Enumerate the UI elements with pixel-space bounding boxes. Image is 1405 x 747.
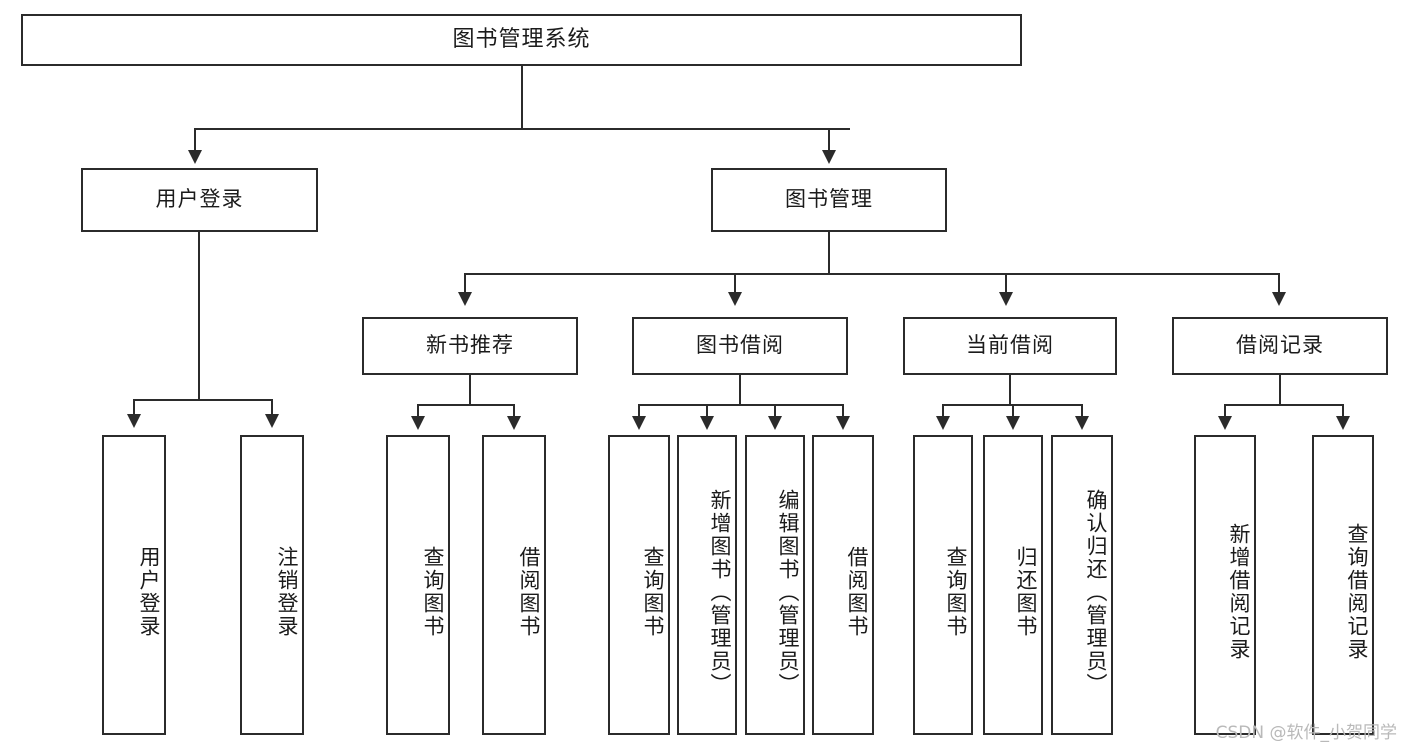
- arrow-user-login-to-leaf-1: [127, 414, 141, 428]
- node-label: 图书管理系统: [452, 26, 591, 52]
- arrow-book-mgmt-to-new-books: [458, 292, 472, 306]
- arrow-new-books-to-leaf-1: [411, 416, 425, 430]
- arrow-current-to-leaf-1: [936, 416, 950, 430]
- edge-records-bus: [1224, 404, 1343, 406]
- edge-borrow-bus: [638, 404, 843, 406]
- arrow-current-to-leaf-3: [1075, 416, 1089, 430]
- edge-borrow-to-leaf-1: [638, 404, 640, 418]
- edge-new-books-bus: [417, 404, 515, 406]
- edge-book-mgmt-to-records: [1278, 273, 1280, 295]
- arrow-borrow-to-leaf-2: [700, 416, 714, 430]
- node-label: 借阅记录: [1236, 333, 1324, 358]
- edge-user-login-bus: [133, 399, 272, 401]
- leaf-node-add-book-admin[interactable]: 新增图书（管理员）: [677, 435, 737, 735]
- node-label: 注销登录: [275, 546, 299, 638]
- leaf-node-edit-book-admin[interactable]: 编辑图书（管理员）: [745, 435, 805, 735]
- edge-borrow-to-leaf-2: [706, 404, 708, 418]
- node-label: 用户登录: [137, 546, 161, 638]
- node-borrowing-records[interactable]: 借阅记录: [1172, 317, 1388, 375]
- leaf-node-borrow-books[interactable]: 借阅图书: [812, 435, 874, 735]
- node-new-book-recommendation[interactable]: 新书推荐: [362, 317, 578, 375]
- leaf-node-return-books[interactable]: 归还图书: [983, 435, 1043, 735]
- arrow-current-to-leaf-2: [1006, 416, 1020, 430]
- edge-records-to-leaf-2: [1342, 404, 1344, 418]
- node-label: 用户登录: [155, 187, 244, 212]
- leaf-node-add-borrow-record[interactable]: 新增借阅记录: [1194, 435, 1256, 735]
- edge-user-login-stem: [198, 232, 200, 400]
- node-label: 图书借阅: [696, 333, 784, 358]
- edge-book-mgmt-to-new-books: [464, 273, 466, 295]
- edge-root-to-book-mgmt: [828, 128, 830, 155]
- edge-borrow-to-leaf-3: [774, 404, 776, 418]
- node-label: 查询图书: [421, 546, 445, 638]
- edge-records-stem: [1279, 375, 1281, 405]
- edge-borrow-stem: [739, 375, 741, 405]
- node-label: 新增图书（管理员）: [708, 488, 732, 696]
- edge-user-login-to-leaf-2: [271, 399, 273, 417]
- node-label: 新书推荐: [426, 333, 514, 358]
- edge-root-stem: [521, 66, 523, 129]
- leaf-node-user-login[interactable]: 用户登录: [102, 435, 166, 735]
- node-label: 确认归还（管理员）: [1084, 488, 1108, 696]
- node-book-borrowing[interactable]: 图书借阅: [632, 317, 848, 375]
- node-root-library-management-system[interactable]: 图书管理系统: [21, 14, 1022, 66]
- arrow-user-login-to-leaf-2: [265, 414, 279, 428]
- edge-records-to-leaf-1: [1224, 404, 1226, 418]
- node-label: 查询图书: [944, 546, 968, 638]
- leaf-node-query-books-recommend[interactable]: 查询图书: [386, 435, 450, 735]
- leaf-node-logout[interactable]: 注销登录: [240, 435, 304, 735]
- node-label: 新增借阅记录: [1227, 523, 1251, 661]
- node-label: 当前借阅: [966, 333, 1054, 358]
- arrow-borrow-to-leaf-1: [632, 416, 646, 430]
- watermark: CSDN @软件_小贺同学: [1215, 723, 1397, 743]
- edge-current-stem: [1009, 375, 1011, 405]
- node-label: 编辑图书（管理员）: [776, 488, 800, 696]
- arrow-root-to-user-login: [188, 150, 202, 164]
- arrow-new-books-to-leaf-2: [507, 416, 521, 430]
- edge-current-to-leaf-2: [1012, 404, 1014, 418]
- node-book-management[interactable]: 图书管理: [711, 168, 947, 232]
- arrow-records-to-leaf-1: [1218, 416, 1232, 430]
- edge-current-to-leaf-3: [1081, 404, 1083, 418]
- edge-borrow-to-leaf-4: [842, 404, 844, 418]
- edge-new-books-stem: [469, 375, 471, 405]
- arrow-book-mgmt-to-records: [1272, 292, 1286, 306]
- node-label: 查询图书: [641, 546, 665, 638]
- arrow-book-mgmt-to-borrow: [728, 292, 742, 306]
- arrow-root-to-book-mgmt: [822, 150, 836, 164]
- node-label: 查询借阅记录: [1345, 523, 1369, 661]
- edge-new-books-to-leaf-2: [513, 404, 515, 418]
- leaf-node-borrow-books-recommend[interactable]: 借阅图书: [482, 435, 546, 735]
- leaf-node-query-books-borrow[interactable]: 查询图书: [608, 435, 670, 735]
- node-label: 借阅图书: [517, 546, 541, 638]
- leaf-node-confirm-return-admin[interactable]: 确认归还（管理员）: [1051, 435, 1113, 735]
- edge-new-books-to-leaf-1: [417, 404, 419, 418]
- arrow-borrow-to-leaf-4: [836, 416, 850, 430]
- node-label: 图书管理: [785, 187, 873, 212]
- edge-book-mgmt-to-borrow: [734, 273, 736, 295]
- edge-book-mgmt-bus: [464, 273, 1280, 275]
- arrow-records-to-leaf-2: [1336, 416, 1350, 430]
- node-user-login[interactable]: 用户登录: [81, 168, 318, 232]
- leaf-node-query-books-current[interactable]: 查询图书: [913, 435, 973, 735]
- edge-book-mgmt-stem: [828, 232, 830, 274]
- node-label: 归还图书: [1014, 546, 1038, 638]
- edge-book-mgmt-to-current: [1005, 273, 1007, 295]
- edge-root-to-user-login: [194, 128, 196, 155]
- arrow-borrow-to-leaf-3: [768, 416, 782, 430]
- node-current-borrowing[interactable]: 当前借阅: [903, 317, 1117, 375]
- arrow-book-mgmt-to-current: [999, 292, 1013, 306]
- edge-current-to-leaf-1: [942, 404, 944, 418]
- leaf-node-query-borrow-record[interactable]: 查询借阅记录: [1312, 435, 1374, 735]
- edge-root-bus: [194, 128, 850, 130]
- node-label: 借阅图书: [845, 546, 869, 638]
- edge-user-login-to-leaf-1: [133, 399, 135, 417]
